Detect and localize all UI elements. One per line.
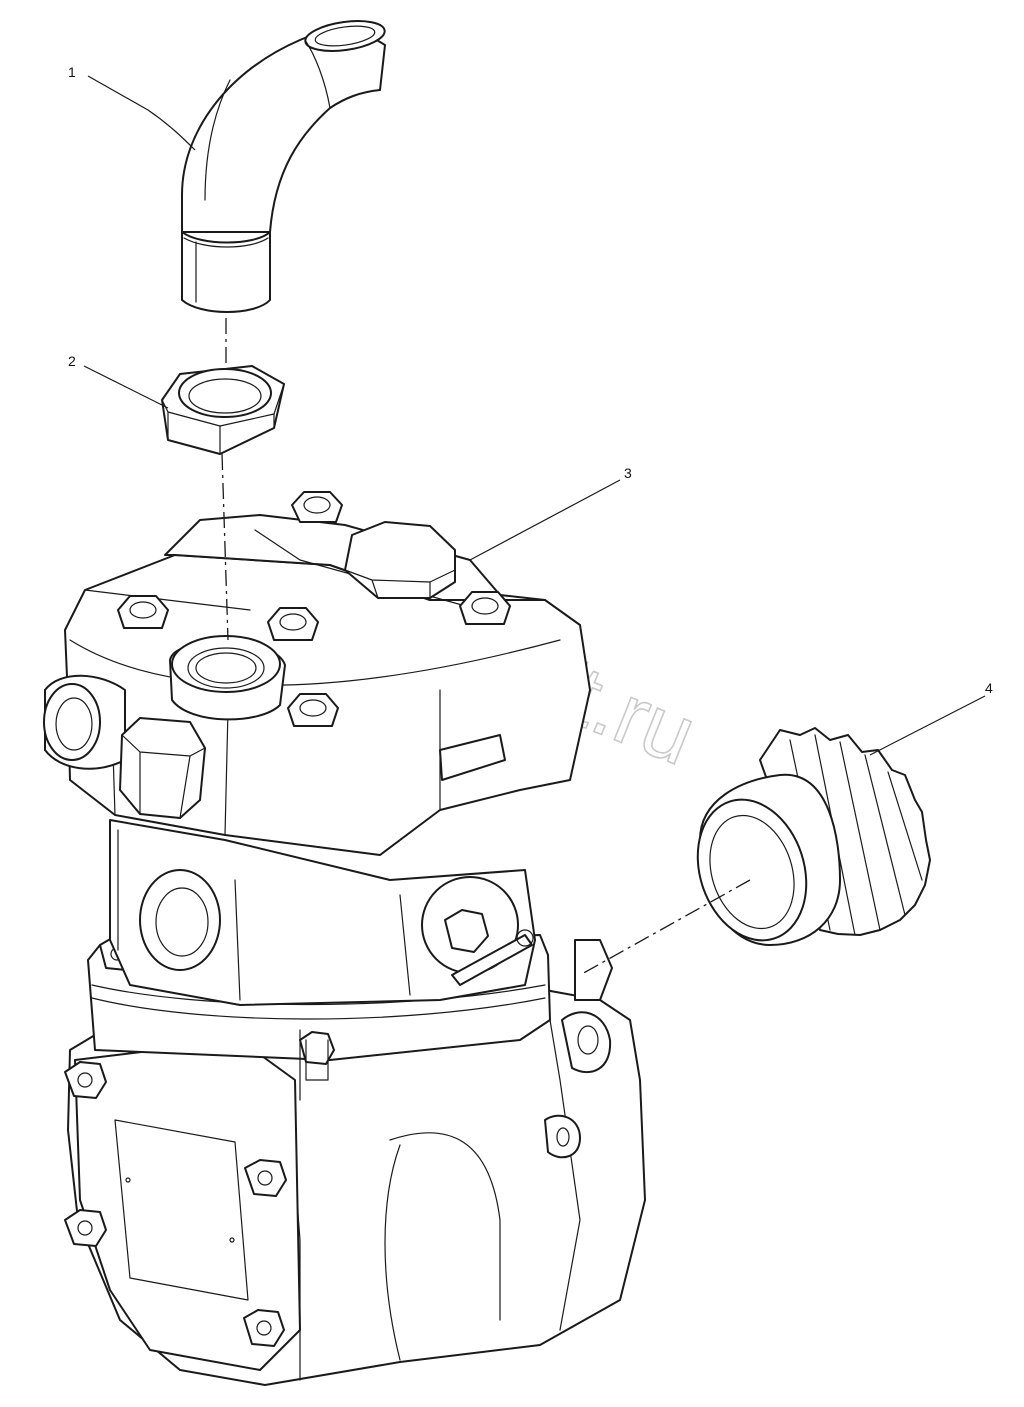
head-bolt <box>287 693 339 727</box>
centerline-gear-shaft <box>579 879 751 976</box>
head-side-port <box>43 674 126 770</box>
callout-label-3: 3 <box>624 465 632 481</box>
cover-bolt <box>64 1061 107 1099</box>
head-top-hex-plug <box>344 521 456 599</box>
callout-label-4: 4 <box>985 680 993 696</box>
cylinder-port-left <box>139 869 221 971</box>
head-bolt <box>117 595 169 629</box>
cylinder-port-right <box>421 876 534 986</box>
cover-bolt <box>64 1209 107 1247</box>
head-hex-plug <box>119 717 206 819</box>
leader-line-4 <box>869 695 986 756</box>
callout-label-2: 2 <box>68 353 76 369</box>
part-4-helical-gear <box>696 727 931 946</box>
cover-bolt <box>244 1159 287 1197</box>
head-bolt <box>291 491 343 523</box>
leader-line-3 <box>469 479 621 561</box>
centerline-nut-head <box>221 453 229 641</box>
head-top-port <box>169 635 286 721</box>
part-3-compressor-body <box>43 491 646 1386</box>
head-bolt <box>267 607 319 641</box>
cover-bolt <box>243 1309 285 1347</box>
callout-label-1: 1 <box>68 64 76 80</box>
leader-line-1 <box>87 75 196 151</box>
flange-bolt <box>299 1031 335 1081</box>
part-1-elbow-pipe <box>181 20 386 313</box>
part-2-hex-nut <box>161 365 285 455</box>
head-bolt <box>459 591 511 625</box>
leader-line-2 <box>83 365 169 409</box>
